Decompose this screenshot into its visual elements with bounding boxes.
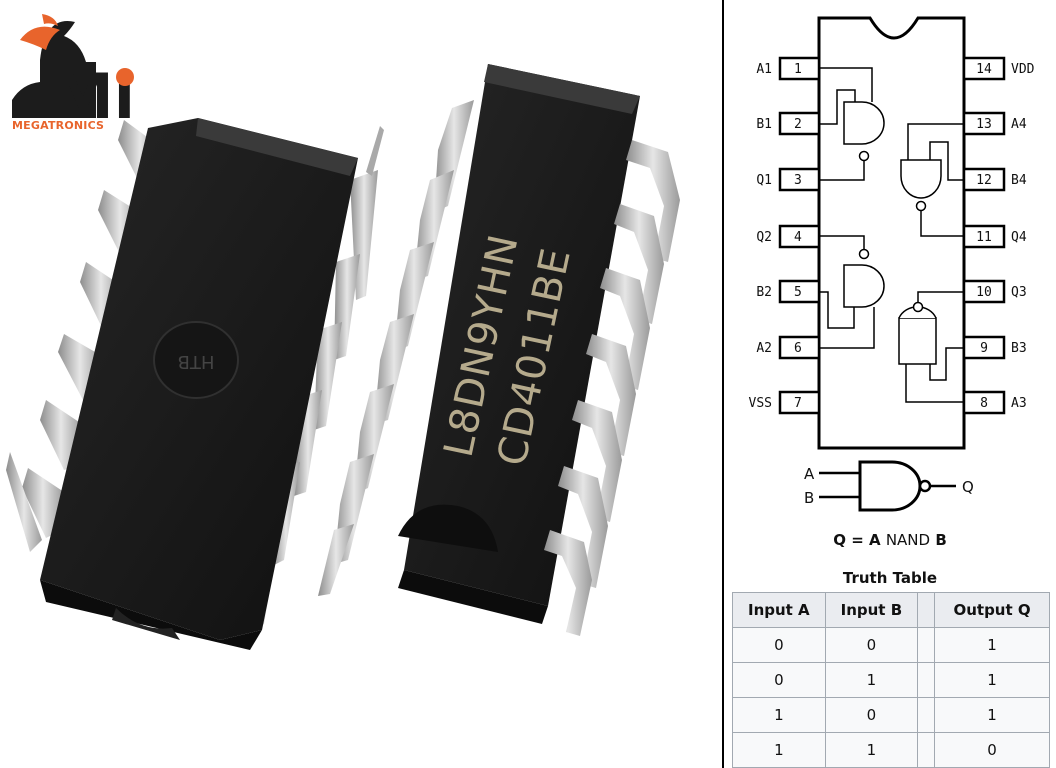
nand-formula: Q = A NAND B	[724, 531, 1056, 549]
cell-input-a: 0	[732, 662, 826, 698]
inverter-bubble-icon	[918, 479, 932, 493]
mascot-hair	[20, 26, 60, 50]
header-output-q: Output Q	[934, 592, 1050, 628]
truth-table: Input A Input B Output Q 0 0 1 0 1 1 1 0	[732, 592, 1050, 768]
pin-14-number: 14	[976, 62, 992, 77]
gate-2-icon	[843, 264, 885, 308]
left-pins	[778, 56, 821, 415]
legend-input-b: B	[804, 489, 814, 507]
brand-name: MEGATRONICS	[12, 119, 105, 132]
pin-7-label: VSS	[749, 396, 772, 411]
header-input-a: Input A	[732, 592, 826, 628]
table-row: 1 0 1	[732, 697, 1050, 733]
ic-outline	[817, 16, 966, 450]
left-chip-dimple	[153, 321, 239, 399]
header-spacer	[917, 592, 936, 628]
right-chip-pins-left	[318, 100, 474, 596]
gate-1-icon	[843, 101, 885, 145]
legend-input-a: A	[804, 465, 815, 483]
gate-4-icon	[900, 159, 942, 199]
pin-14-label: VDD	[1011, 62, 1035, 77]
cell-input-b: 1	[824, 662, 919, 698]
right-chip-body	[404, 64, 640, 606]
pin-8-label: A3	[1011, 396, 1027, 411]
right-chip: L8DN9YHN CD4011BE	[318, 64, 680, 636]
cell-output-q: 1	[934, 662, 1050, 698]
panel-divider	[722, 0, 724, 768]
cell-input-b: 0	[824, 627, 919, 663]
pin-9-label: B3	[1011, 341, 1027, 356]
internal-wiring	[819, 67, 964, 403]
pin-8-number: 8	[980, 396, 988, 411]
pin-9-number: 9	[980, 341, 988, 356]
pin-2-number: 2	[794, 117, 802, 132]
pin-10-label: Q3	[1011, 285, 1027, 300]
pin-5-label: B2	[756, 285, 772, 300]
cell-spacer	[917, 627, 936, 663]
logo-dot-icon	[116, 68, 134, 86]
cell-output-q: 1	[934, 627, 1050, 663]
gate-3-icon	[898, 317, 937, 365]
pin-6-number: 6	[794, 341, 802, 356]
pin-4-label: Q2	[756, 230, 772, 245]
truth-table-header-row: Input A Input B Output Q	[732, 592, 1050, 628]
pin-4-number: 4	[794, 230, 802, 245]
table-row: 0 0 1	[732, 627, 1050, 663]
chip-photo: Mi	[6, 14, 680, 650]
nand-gate-legend: A B Q	[804, 460, 974, 512]
left-chip-marking: HTB	[178, 351, 215, 372]
pinout-diagram: 1 2 3 4 5 6 7 A1 B1 Q1 Q2 B2 A2 VSS 14	[749, 16, 1035, 512]
megatronics-logo: Mi	[12, 14, 135, 133]
cell-spacer	[917, 732, 936, 768]
nand-gate-icon	[858, 460, 922, 512]
formula-lhs: Q = A	[833, 531, 881, 549]
cell-input-a: 1	[732, 697, 826, 733]
cell-input-b: 0	[824, 697, 919, 733]
left-chip-notch	[112, 608, 180, 640]
pin-11-label: Q4	[1011, 230, 1027, 245]
cell-spacer	[917, 697, 936, 733]
cell-input-b: 1	[824, 732, 919, 768]
pin-13-number: 13	[976, 117, 992, 132]
table-row: 0 1 1	[732, 662, 1050, 698]
pin-2-label: B1	[756, 117, 772, 132]
pin-6-label: A2	[756, 341, 772, 356]
pin-7-number: 7	[794, 396, 802, 411]
pin-12-label: B4	[1011, 173, 1027, 188]
cell-spacer	[917, 662, 936, 698]
cell-output-q: 0	[934, 732, 1050, 768]
right-pins	[962, 56, 1006, 415]
pin-3-number: 3	[794, 173, 802, 188]
pin-5-number: 5	[794, 285, 802, 300]
pin-1-label: A1	[756, 62, 772, 77]
header-input-b: Input B	[824, 592, 919, 628]
left-chip: HTB	[6, 118, 384, 650]
pin-11-number: 11	[976, 230, 992, 245]
formula-op: NAND	[885, 531, 931, 549]
pin-10-number: 10	[976, 285, 992, 300]
truth-table-title: Truth Table	[842, 569, 938, 587]
right-chip-notch	[398, 504, 498, 552]
pin-1-number: 1	[794, 62, 802, 77]
pin-3-label: Q1	[756, 173, 772, 188]
formula-rhs: B	[935, 531, 947, 549]
pin-12-number: 12	[976, 173, 992, 188]
table-row: 1 1 0	[732, 732, 1050, 768]
mascot-icon	[12, 21, 96, 118]
cell-input-a: 0	[732, 627, 826, 663]
mascot-highlight	[42, 14, 58, 26]
pin-13-label: A4	[1011, 117, 1027, 132]
legend-output-q: Q	[962, 478, 974, 496]
right-chip-pins-right	[544, 140, 680, 636]
cell-input-a: 1	[732, 732, 826, 768]
cell-output-q: 1	[934, 697, 1050, 733]
